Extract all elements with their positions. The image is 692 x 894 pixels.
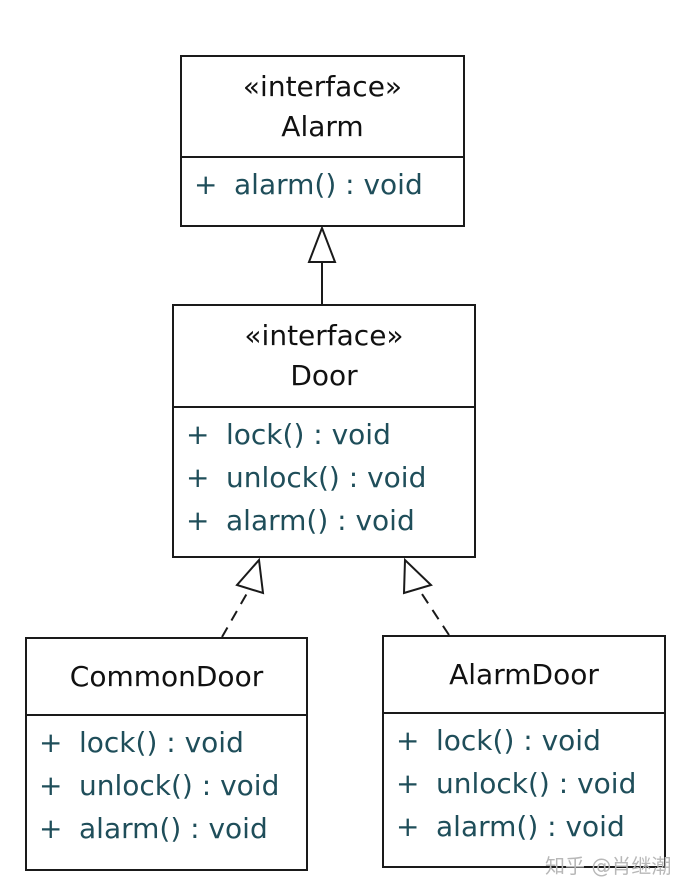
operation-signature: alarm() : void xyxy=(234,168,423,201)
alarm-interface-box: «interface» Alarm + alarm() : void xyxy=(180,55,465,227)
alarm-class-name: Alarm xyxy=(281,109,364,143)
operation-row: + lock() : void xyxy=(27,721,306,764)
alarm-interface-header: «interface» Alarm xyxy=(182,57,463,158)
visibility-marker: + xyxy=(396,810,420,843)
operation-signature: unlock() : void xyxy=(226,461,427,494)
alarmdoor-class-box: AlarmDoor + lock() : void + unlock() : v… xyxy=(382,635,666,868)
operation-row: + alarm() : void xyxy=(174,499,474,542)
operation-row: + alarm() : void xyxy=(384,805,664,848)
operation-signature: unlock() : void xyxy=(79,769,280,802)
operation-signature: lock() : void xyxy=(436,724,601,757)
operation-signature: lock() : void xyxy=(79,726,244,759)
alarm-stereotype: «interface» xyxy=(242,69,403,103)
door-operations: + lock() : void + unlock() : void + alar… xyxy=(174,408,474,542)
door-stereotype: «interface» xyxy=(244,319,404,352)
operation-row: + unlock() : void xyxy=(384,762,664,805)
commondoor-operations: + lock() : void + unlock() : void + alar… xyxy=(27,716,306,850)
visibility-marker: + xyxy=(186,418,210,451)
alarm-operations: + alarm() : void xyxy=(182,158,463,206)
operation-row: + unlock() : void xyxy=(174,456,474,499)
visibility-marker: + xyxy=(186,504,210,537)
alarmdoor-implements-door-arrowhead xyxy=(402,557,433,595)
alarmdoor-class-name: AlarmDoor xyxy=(449,657,599,691)
alarmdoor-class-header: AlarmDoor xyxy=(384,637,664,714)
door-interface-box: «interface» Door + lock() : void + unloc… xyxy=(172,304,476,558)
operation-signature: lock() : void xyxy=(226,418,391,451)
operation-row: + alarm() : void xyxy=(182,163,463,206)
watermark-text: 知乎 @肖继潮 xyxy=(545,854,672,878)
operation-row: + unlock() : void xyxy=(27,764,306,807)
commondoor-implements-door-line xyxy=(221,587,251,638)
operation-signature: unlock() : void xyxy=(436,767,637,800)
alarmdoor-implements-door-line xyxy=(417,587,450,636)
door-extends-alarm-arrowhead xyxy=(307,225,337,263)
visibility-marker: + xyxy=(39,769,63,802)
operation-row: + lock() : void xyxy=(384,719,664,762)
operation-signature: alarm() : void xyxy=(226,504,415,537)
commondoor-class-box: CommonDoor + lock() : void + unlock() : … xyxy=(25,637,308,871)
operation-row: + alarm() : void xyxy=(27,807,306,850)
visibility-marker: + xyxy=(396,767,420,800)
commondoor-implements-door-arrowhead xyxy=(235,557,265,595)
visibility-marker: + xyxy=(396,724,420,757)
operation-row: + lock() : void xyxy=(174,413,474,456)
door-class-name: Door xyxy=(290,359,358,392)
visibility-marker: + xyxy=(194,168,218,201)
visibility-marker: + xyxy=(39,812,63,845)
operation-signature: alarm() : void xyxy=(436,810,625,843)
operation-signature: alarm() : void xyxy=(79,812,268,845)
visibility-marker: + xyxy=(39,726,63,759)
visibility-marker: + xyxy=(186,461,210,494)
commondoor-class-name: CommonDoor xyxy=(69,659,264,693)
door-interface-header: «interface» Door xyxy=(174,306,474,408)
alarmdoor-operations: + lock() : void + unlock() : void + alar… xyxy=(384,714,664,848)
commondoor-class-header: CommonDoor xyxy=(27,639,306,716)
